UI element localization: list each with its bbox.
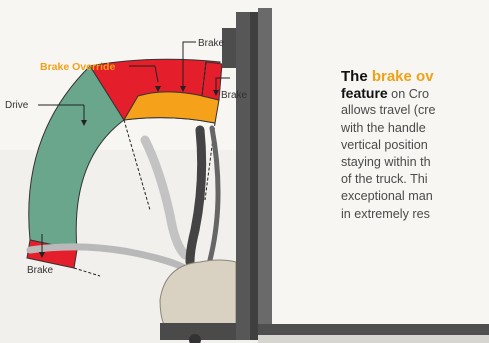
heading-prefix: The [341,68,372,85]
label-brake-top: Brake [198,38,225,49]
label-brake-right: Brake [221,90,248,101]
body-line: with the handle [341,120,489,137]
body-line: exceptional man [341,188,489,205]
heading-accent: brake ov [372,68,434,85]
body-line: vertical position [341,137,489,154]
mast-right [258,8,272,343]
feature-word: feature [341,85,388,101]
body-line: of the truck. Thi [341,171,489,188]
body-line: allows travel (cre [341,102,489,119]
label-brake-bottom: Brake [27,265,54,276]
fork [258,324,489,335]
body-line: in extremely res [341,206,489,223]
body-line: staying within th [341,154,489,171]
label-brake-override: Brake Override [40,61,115,73]
heading-line: The brake ov [341,68,489,85]
feature-line-rest: on Cro [388,87,429,101]
label-drive: Drive [5,100,29,111]
feature-description: The brake ov feature on Cro allows trave… [341,68,489,308]
mast-left [236,12,250,340]
feature-line: feature on Cro [341,85,489,102]
